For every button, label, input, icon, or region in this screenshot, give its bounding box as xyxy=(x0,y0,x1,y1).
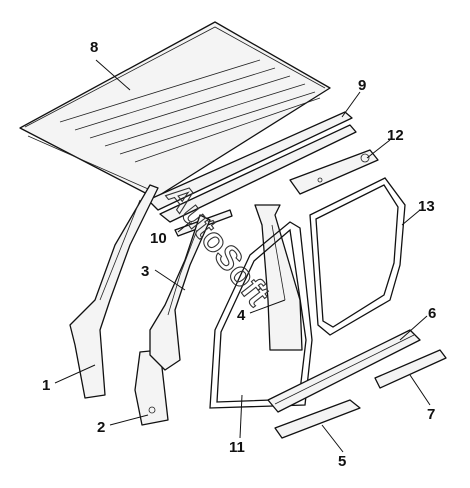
callout-7: 7 xyxy=(427,406,435,423)
front-scuff-plate xyxy=(274,399,361,439)
leader-lines xyxy=(54,59,431,453)
roof-side-rail xyxy=(147,111,357,223)
callout-5: 5 xyxy=(338,453,346,470)
rocker-panel xyxy=(267,329,421,413)
callout-8: 8 xyxy=(90,39,98,56)
callout-11: 11 xyxy=(229,439,245,456)
front-pillar-outer xyxy=(69,184,159,399)
callout-13: 13 xyxy=(418,198,435,215)
callout-6: 6 xyxy=(428,305,436,322)
callout-2: 2 xyxy=(97,419,105,436)
rear-door-weatherstrip xyxy=(309,177,406,336)
callout-3: 3 xyxy=(141,263,149,280)
roof-panel xyxy=(19,21,331,199)
callout-12: 12 xyxy=(387,127,404,144)
roof-reinforcement-bracket xyxy=(289,149,379,195)
callout-10: 10 xyxy=(150,230,167,247)
callout-1: 1 xyxy=(42,377,50,394)
rear-scuff-plate xyxy=(374,349,447,389)
front-pillar-inner xyxy=(149,214,211,371)
callout-4: 4 xyxy=(237,307,246,324)
callout-9: 9 xyxy=(358,77,366,94)
